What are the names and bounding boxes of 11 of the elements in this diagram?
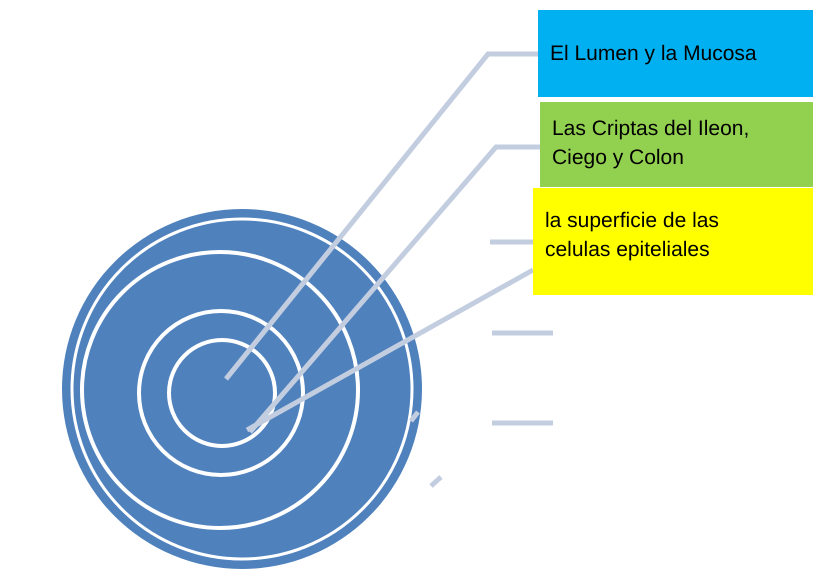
label-text: la superficie de las celulas epiteliales	[545, 208, 720, 263]
target-drawing	[62, 209, 422, 569]
label-box	[538, 10, 813, 97]
leader-line	[246, 268, 534, 432]
leader-line	[248, 144, 540, 434]
label-box	[540, 102, 813, 187]
leader-line	[224, 52, 538, 381]
leader-line	[490, 240, 533, 244]
label-box	[533, 188, 813, 295]
label-text: Las Criptas del Ileon, Ciego y Colon	[552, 116, 750, 171]
label-text: El Lumen y la Mucosa	[550, 41, 757, 67]
